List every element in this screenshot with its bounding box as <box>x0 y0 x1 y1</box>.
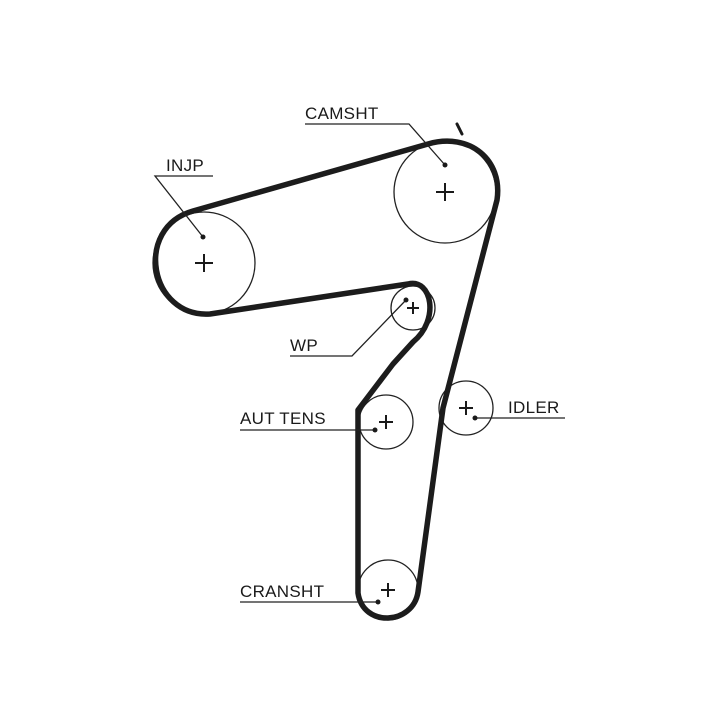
idler-label: IDLER <box>508 398 560 417</box>
idler-leader <box>472 415 565 421</box>
camshaft-leader <box>305 123 448 168</box>
auto-tensioner-leader <box>240 427 378 433</box>
idler-pulley <box>438 380 494 436</box>
injection-pump-leader <box>153 175 213 240</box>
water-pump-leader <box>290 297 409 357</box>
auto-tensioner-label: AUT TENS <box>240 409 326 428</box>
auto-tensioner-pulley <box>358 394 414 450</box>
crankshaft-leader <box>240 599 381 605</box>
camshaft-label: CAMSHT <box>305 104 379 123</box>
timing-belt <box>153 138 501 621</box>
crankshaft-label: CRANSHT <box>240 582 324 601</box>
camshaft-timing-mark <box>455 122 464 136</box>
injection-pump-label: INJP <box>166 156 204 175</box>
water-pump-label: WP <box>290 336 318 355</box>
